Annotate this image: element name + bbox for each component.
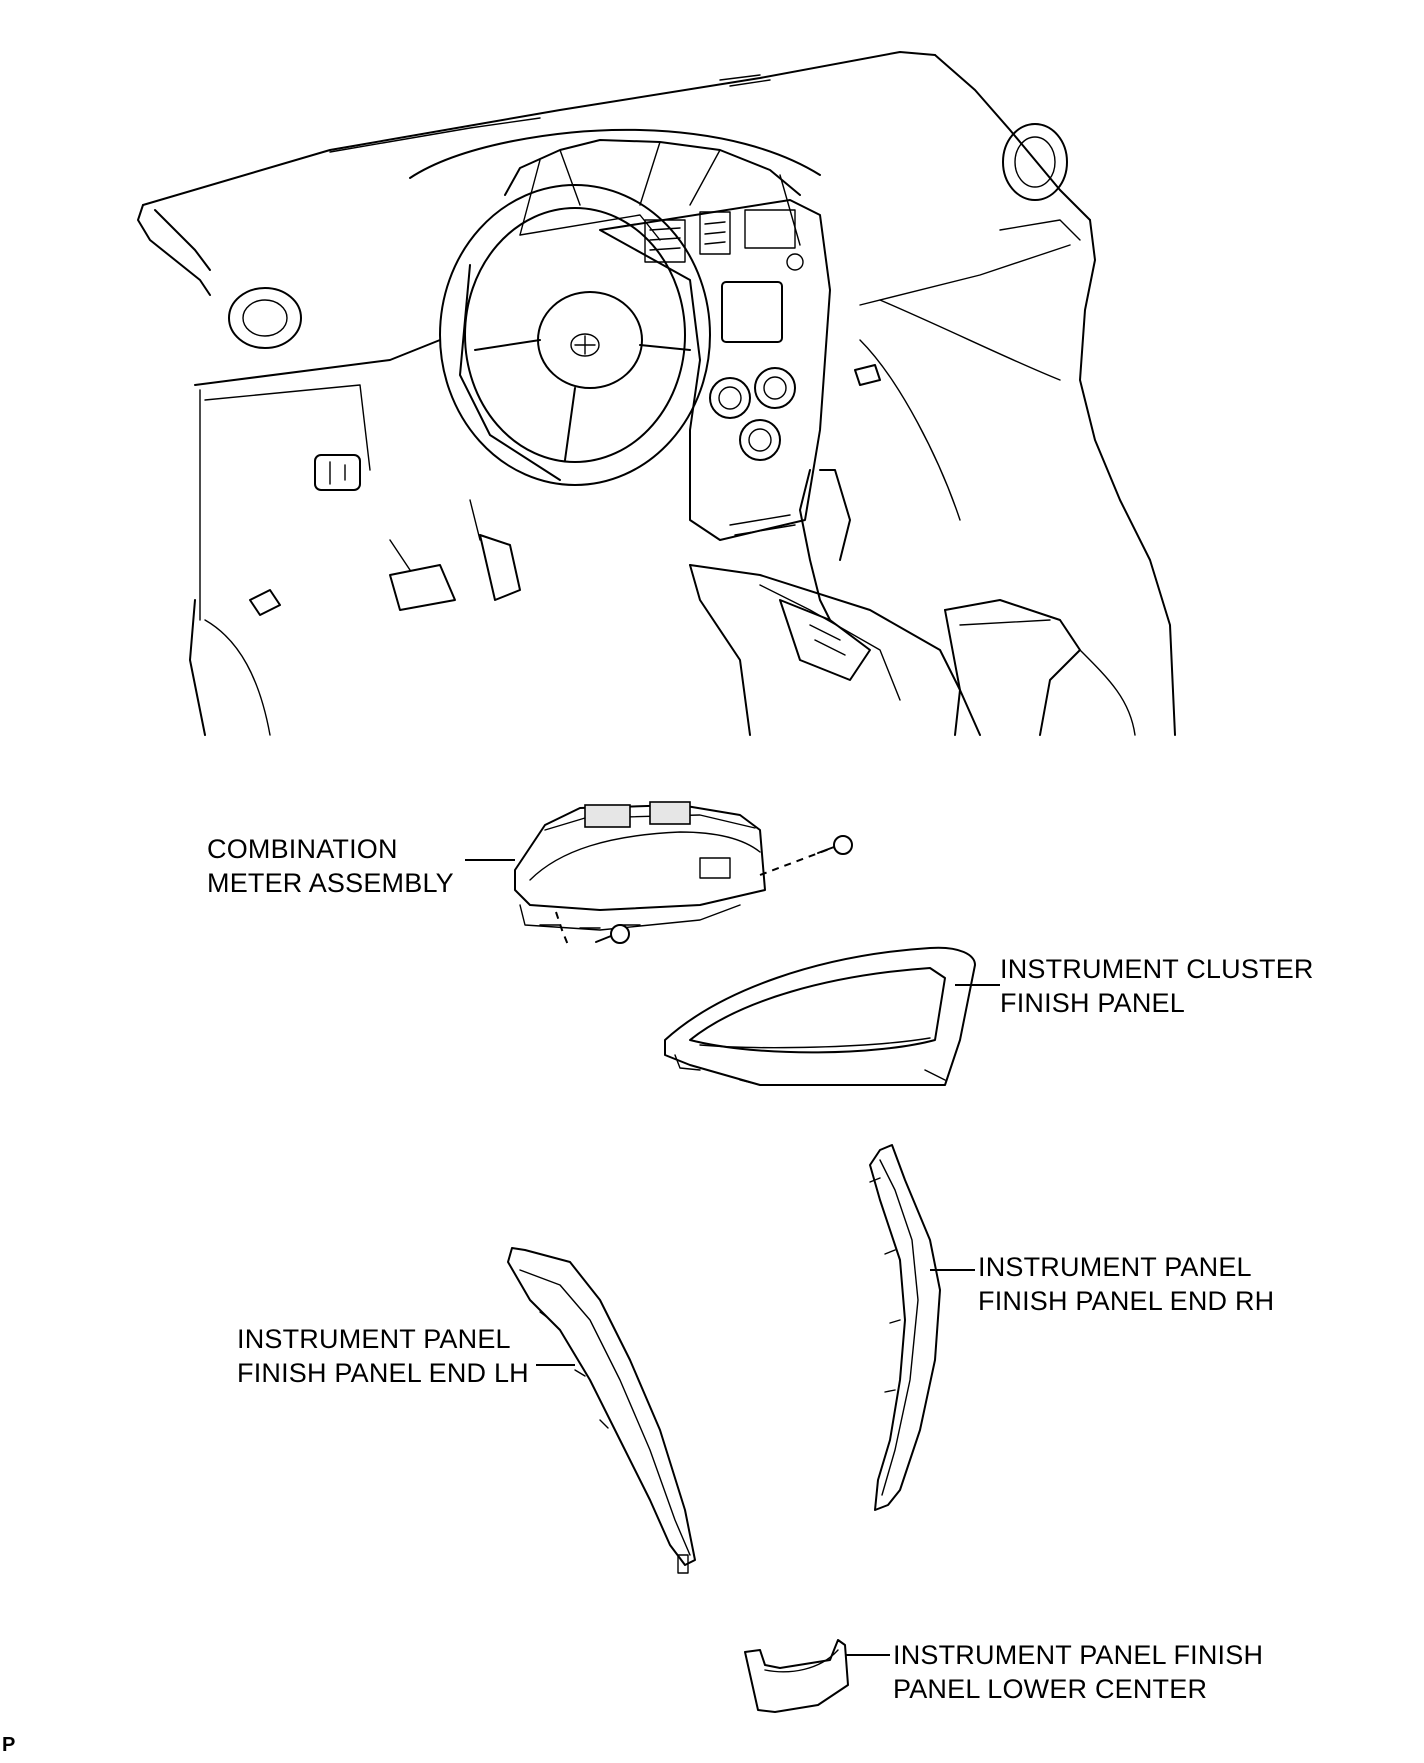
label-line: FINISH PANEL bbox=[1000, 988, 1185, 1018]
label-line: INSTRUMENT PANEL FINISH bbox=[893, 1640, 1264, 1670]
label-line: PANEL LOWER CENTER bbox=[893, 1674, 1208, 1704]
combination-meter-assembly-label: COMBINATION METER ASSEMBLY bbox=[207, 832, 454, 900]
combination-meter-assembly-part bbox=[514, 801, 853, 946]
label-line: COMBINATION bbox=[207, 834, 398, 864]
finish-panel-end-lh-label: INSTRUMENT PANEL FINISH PANEL END LH bbox=[237, 1322, 529, 1390]
finish-panel-end-rh-label: INSTRUMENT PANEL FINISH PANEL END RH bbox=[978, 1250, 1274, 1318]
label-line: FINISH PANEL END LH bbox=[237, 1358, 529, 1388]
label-line: FINISH PANEL END RH bbox=[978, 1286, 1275, 1316]
finish-panel-lower-center-label: INSTRUMENT PANEL FINISH PANEL LOWER CENT… bbox=[893, 1638, 1263, 1706]
screw-icon bbox=[817, 835, 853, 855]
figure-code: P bbox=[2, 1734, 16, 1756]
label-line: INSTRUMENT PANEL bbox=[237, 1324, 511, 1354]
instrument-cluster-finish-panel-part bbox=[664, 946, 976, 1086]
instrument-cluster-finish-panel-label: INSTRUMENT CLUSTER FINISH PANEL bbox=[1000, 952, 1314, 1020]
label-line: INSTRUMENT CLUSTER bbox=[1000, 954, 1314, 984]
label-line: METER ASSEMBLY bbox=[207, 868, 454, 898]
screw-icon bbox=[595, 924, 630, 944]
finish-panel-end-rh-part bbox=[869, 1144, 941, 1511]
dashboard-overview-illustration bbox=[137, 51, 1176, 736]
finish-panel-end-lh-part bbox=[507, 1247, 696, 1574]
label-line: INSTRUMENT PANEL bbox=[978, 1252, 1252, 1282]
finish-panel-lower-center-part bbox=[744, 1639, 849, 1713]
